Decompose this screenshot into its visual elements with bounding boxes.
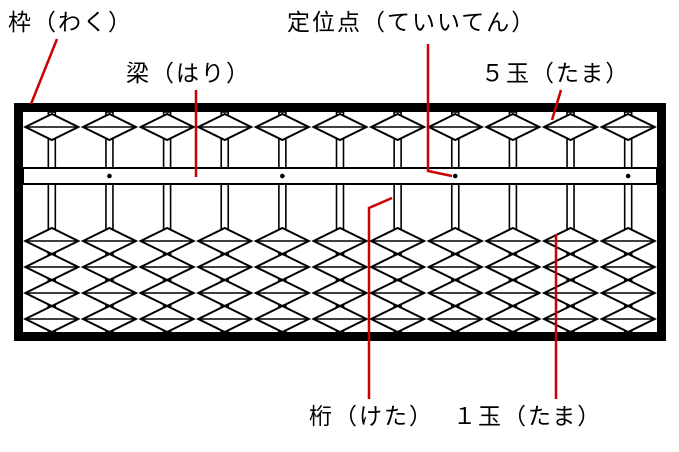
unit-point-label: 定位点（ていいてん）	[287, 9, 537, 35]
beam-label: 梁（はり）	[126, 60, 251, 86]
rod-label: 桁（けた）	[309, 403, 434, 429]
unit-point-dot	[625, 173, 631, 179]
unit-point-dot	[280, 173, 285, 179]
five-bead-label: ５玉（たま）	[481, 60, 631, 86]
unit-point-dot	[107, 173, 112, 179]
rod-pointer-line	[367, 196, 393, 399]
five-bead-pointer-line	[550, 89, 563, 121]
beam	[22, 167, 658, 185]
unit-point-dot	[452, 173, 458, 179]
unit-point-pointer-line	[426, 44, 453, 178]
one-bead-label: １玉（たま）	[453, 403, 603, 429]
frame-pointer-line	[29, 38, 59, 105]
frame-label: 枠（わく）	[8, 9, 133, 35]
